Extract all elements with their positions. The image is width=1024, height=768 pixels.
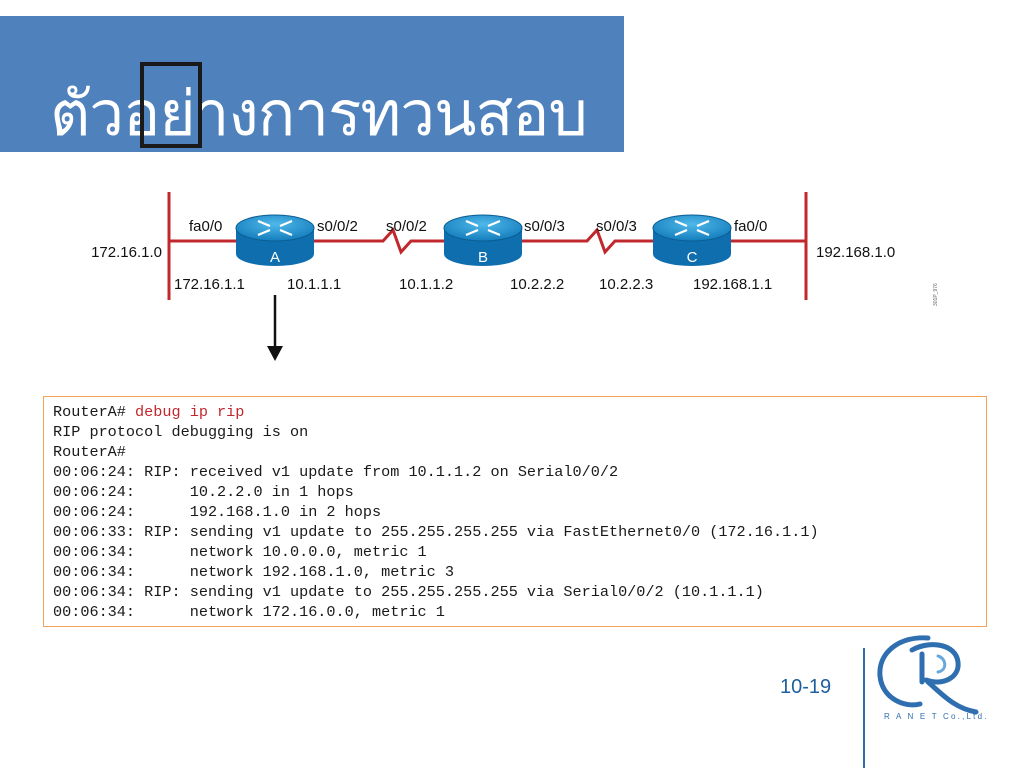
- interface-label: s0/0/3: [596, 218, 637, 235]
- footer-divider: [863, 648, 865, 768]
- serial-link-a-b: [310, 227, 447, 255]
- router-a[interactable]: A: [235, 214, 315, 266]
- router-letter: B: [478, 249, 488, 266]
- interface-label: s0/0/3: [524, 218, 565, 235]
- output-line: 00:06:24: 192.168.1.0 in 2 hops: [53, 503, 382, 521]
- interface-label: fa0/0: [189, 218, 222, 235]
- router-letter: C: [687, 249, 698, 266]
- left-network-label: 172.16.1.0: [91, 244, 162, 261]
- missing-glyph-box: [140, 62, 202, 148]
- figure-id: 301P_976: [933, 283, 939, 306]
- logo-text: R A N E T Co.,Ltd.: [884, 712, 989, 721]
- ip-label: 172.16.1.1: [174, 276, 245, 293]
- right-network-label: 192.168.1.0: [816, 244, 895, 261]
- output-line: 00:06:34: network 10.0.0.0, metric 1: [53, 543, 427, 561]
- output-line: 00:06:34: RIP: sending v1 update to 255.…: [53, 583, 764, 601]
- output-line: RouterA#: [53, 443, 126, 461]
- interface-label: s0/0/2: [386, 218, 427, 235]
- output-line: 00:06:24: 10.2.2.0 in 1 hops: [53, 483, 354, 501]
- interface-label: s0/0/2: [317, 218, 358, 235]
- ranet-logo-icon: [877, 635, 979, 715]
- interface-label: fa0/0: [734, 218, 767, 235]
- router-letter: A: [270, 249, 280, 266]
- ip-label: 192.168.1.1: [693, 276, 772, 293]
- serial-link-b-c: [520, 227, 658, 255]
- output-line: 00:06:34: network 172.16.0.0, metric 1: [53, 603, 445, 621]
- debug-command: debug ip rip: [135, 403, 245, 421]
- ip-label: 10.2.2.3: [599, 276, 653, 293]
- page-number: 10-19: [780, 676, 832, 698]
- router-c[interactable]: C: [652, 214, 732, 266]
- prompt: RouterA#: [53, 403, 136, 421]
- output-line: 00:06:34: network 192.168.1.0, metric 3: [53, 563, 455, 581]
- network-diagram: A B C 172.16.1.0 192.168.1.0 fa0/0 s0/0/…: [91, 192, 939, 361]
- ip-label: 10.1.1.2: [399, 276, 453, 293]
- output-line: 00:06:24: RIP: received v1 update from 1…: [53, 463, 619, 481]
- title-band: [0, 16, 624, 152]
- command-line: RouterA# debug ip rip: [53, 402, 977, 422]
- ip-label: 10.2.2.2: [510, 276, 564, 293]
- output-line: RIP protocol debugging is on: [53, 423, 309, 441]
- debug-output-box: RouterA# debug ip rip RIP protocol debug…: [43, 396, 987, 627]
- slide-title: ตัวอย่างการทวนสอบ: [50, 77, 588, 150]
- ip-label: 10.1.1.1: [287, 276, 341, 293]
- output-line: 00:06:33: RIP: sending v1 update to 255.…: [53, 523, 819, 541]
- router-b[interactable]: B: [443, 214, 523, 266]
- debug-arrow: [267, 295, 283, 361]
